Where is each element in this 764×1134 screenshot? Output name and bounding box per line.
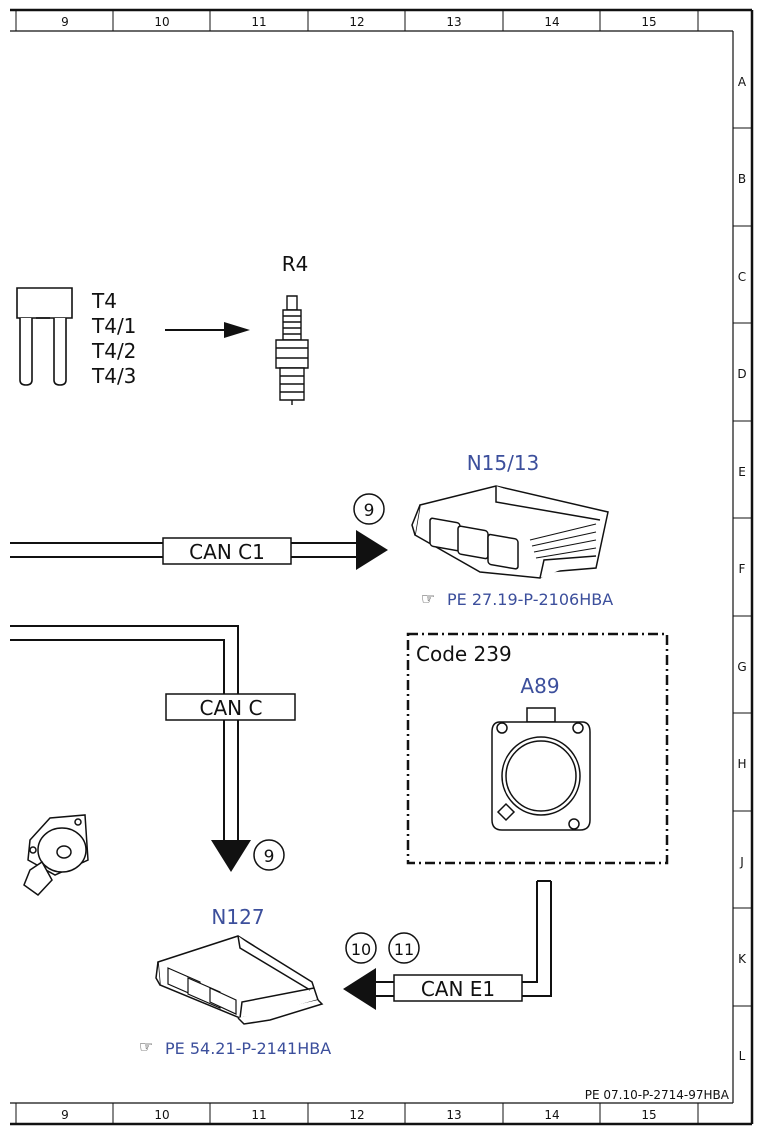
row-label: B: [738, 172, 746, 186]
col-label-bottom: 13: [446, 1108, 461, 1122]
circle-ref-10: 10: [345, 932, 377, 964]
svg-text:11: 11: [394, 940, 414, 959]
t4-1-label: T4/1: [91, 314, 136, 338]
circle-ref-9-bottom: 9: [253, 839, 285, 871]
col-label-top: 11: [251, 15, 266, 29]
row-label: H: [737, 757, 746, 771]
row-label: D: [737, 367, 746, 381]
can-c-label: CAN C: [200, 696, 263, 720]
n127-control-unit-icon: [155, 935, 324, 1025]
row-label: L: [739, 1049, 746, 1063]
col-label-bottom: 12: [349, 1108, 364, 1122]
doc-reference: PE 07.10-P-2714-97HBA: [585, 1088, 730, 1102]
row-label: A: [738, 75, 747, 89]
n127-ref-link[interactable]: PE 54.21-P-2141HBA: [165, 1039, 331, 1058]
col-label-top: 12: [349, 15, 364, 29]
n15-13-ref-link[interactable]: PE 27.19-P-2106HBA: [447, 590, 613, 609]
svg-text:9: 9: [364, 501, 375, 521]
a89-radar-sensor-icon: [491, 707, 591, 831]
circle-ref-11: 11: [388, 932, 420, 964]
t4-2-label: T4/2: [91, 339, 136, 363]
col-label-top: 9: [61, 15, 69, 29]
n15-13-reference[interactable]: ☞ PE 27.19-P-2106HBA: [421, 589, 613, 609]
col-label-bottom: 10: [154, 1108, 169, 1122]
a89-label: A89: [520, 674, 559, 698]
r4-label: R4: [282, 252, 309, 276]
code-239-box: [406, 632, 669, 865]
n127-reference[interactable]: ☞ PE 54.21-P-2141HBA: [139, 1037, 331, 1058]
row-label: E: [738, 465, 746, 479]
n127-label: N127: [211, 905, 264, 929]
svg-text:10: 10: [351, 940, 371, 959]
col-label-top: 15: [641, 15, 656, 29]
col-label-bottom: 9: [61, 1108, 69, 1122]
col-label-top: 10: [154, 15, 169, 29]
frame: 9 10 11 12 13 14 15 9 10 11 12 13 14 15 …: [10, 8, 754, 1126]
can-c1-label: CAN C1: [189, 540, 265, 564]
can-c1-bus: CAN C1: [10, 530, 388, 570]
row-label: F: [739, 562, 746, 576]
pointing-hand-icon: ☞: [139, 1037, 153, 1056]
t4-labels: T4 T4/1 T4/2 T4/3: [91, 289, 136, 388]
can-c-bus: CAN C: [10, 625, 296, 872]
t4-to-r4-arrow: [165, 322, 250, 338]
spark-plug-icon: [275, 295, 309, 405]
col-label-bottom: 15: [641, 1108, 656, 1122]
can-e1-label: CAN E1: [421, 977, 495, 1001]
col-label-top: 13: [446, 15, 461, 29]
row-label: G: [737, 660, 746, 674]
t4-component: [16, 287, 73, 386]
code-239-label: Code 239: [416, 642, 512, 666]
t4-label: T4: [91, 289, 117, 313]
sensor-icon: [23, 814, 89, 896]
col-label-bottom: 14: [544, 1108, 559, 1122]
can-e1-bus: CAN E1: [343, 880, 552, 1010]
t4-3-label: T4/3: [91, 364, 136, 388]
svg-text:9: 9: [264, 847, 275, 867]
row-label: C: [738, 270, 746, 284]
row-label: J: [739, 855, 744, 869]
n15-13-control-unit-icon: [411, 485, 609, 579]
col-label-top: 14: [544, 15, 559, 29]
circle-ref-9-top: 9: [353, 493, 385, 525]
col-label-bottom: 11: [251, 1108, 266, 1122]
n15-13-label: N15/13: [467, 451, 540, 475]
pointing-hand-icon: ☞: [421, 589, 435, 608]
row-label: K: [738, 952, 747, 966]
